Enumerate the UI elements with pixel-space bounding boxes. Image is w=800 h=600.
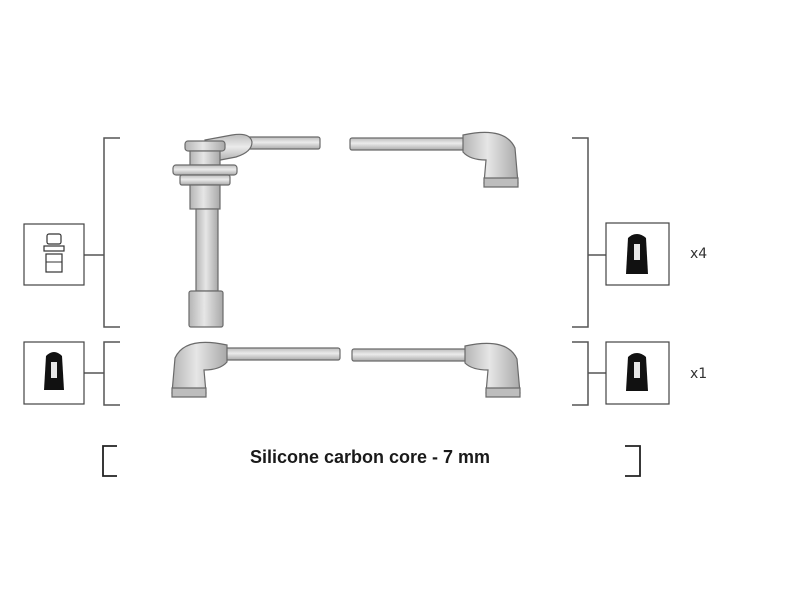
left-bracket-main bbox=[103, 137, 120, 328]
spark-plug-boot-left-top bbox=[172, 133, 321, 328]
angled-boot-left-bottom bbox=[171, 341, 341, 398]
caption-bracket-left bbox=[102, 445, 117, 477]
right-bracket-main bbox=[572, 137, 589, 328]
angled-boot-right-bottom bbox=[351, 342, 521, 398]
caption-bracket-right bbox=[625, 445, 641, 477]
quantity-label-main: x4 bbox=[690, 246, 708, 262]
straight-boot-terminal-icon bbox=[23, 341, 85, 405]
straight-boot-terminal-icon bbox=[605, 341, 670, 405]
spark-plug-terminal-icon bbox=[23, 223, 85, 286]
caption-text: Silicone carbon core - 7 mm bbox=[249, 447, 491, 467]
quantity-label-single: x1 bbox=[690, 366, 708, 382]
angled-boot-right-top bbox=[349, 131, 519, 188]
right-bracket-single bbox=[572, 341, 589, 406]
straight-boot-terminal-icon bbox=[605, 222, 670, 286]
left-bracket-single bbox=[103, 341, 120, 406]
